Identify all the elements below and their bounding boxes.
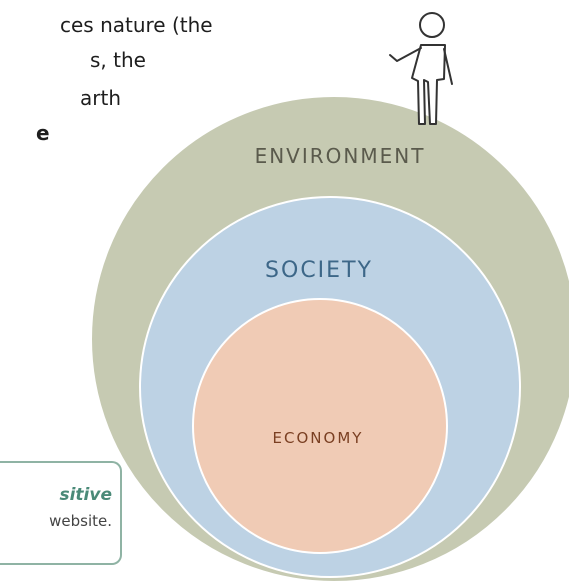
economy-circle [192, 298, 448, 554]
callout-box: sitive website. [0, 461, 122, 565]
body-text-line: s, the [90, 48, 146, 72]
callout-text: website. [49, 512, 112, 530]
body-text-line: arth [80, 86, 121, 110]
society-label: SOCIETY [265, 258, 373, 283]
human-figure-icon [389, 12, 453, 125]
economy-label: ECONOMY [273, 429, 364, 447]
body-text-line: ces nature (the [60, 13, 213, 37]
environment-label: ENVIRONMENT [255, 144, 426, 168]
body-text-line-bold: e [36, 121, 50, 145]
callout-text-highlight: sitive [59, 485, 112, 505]
